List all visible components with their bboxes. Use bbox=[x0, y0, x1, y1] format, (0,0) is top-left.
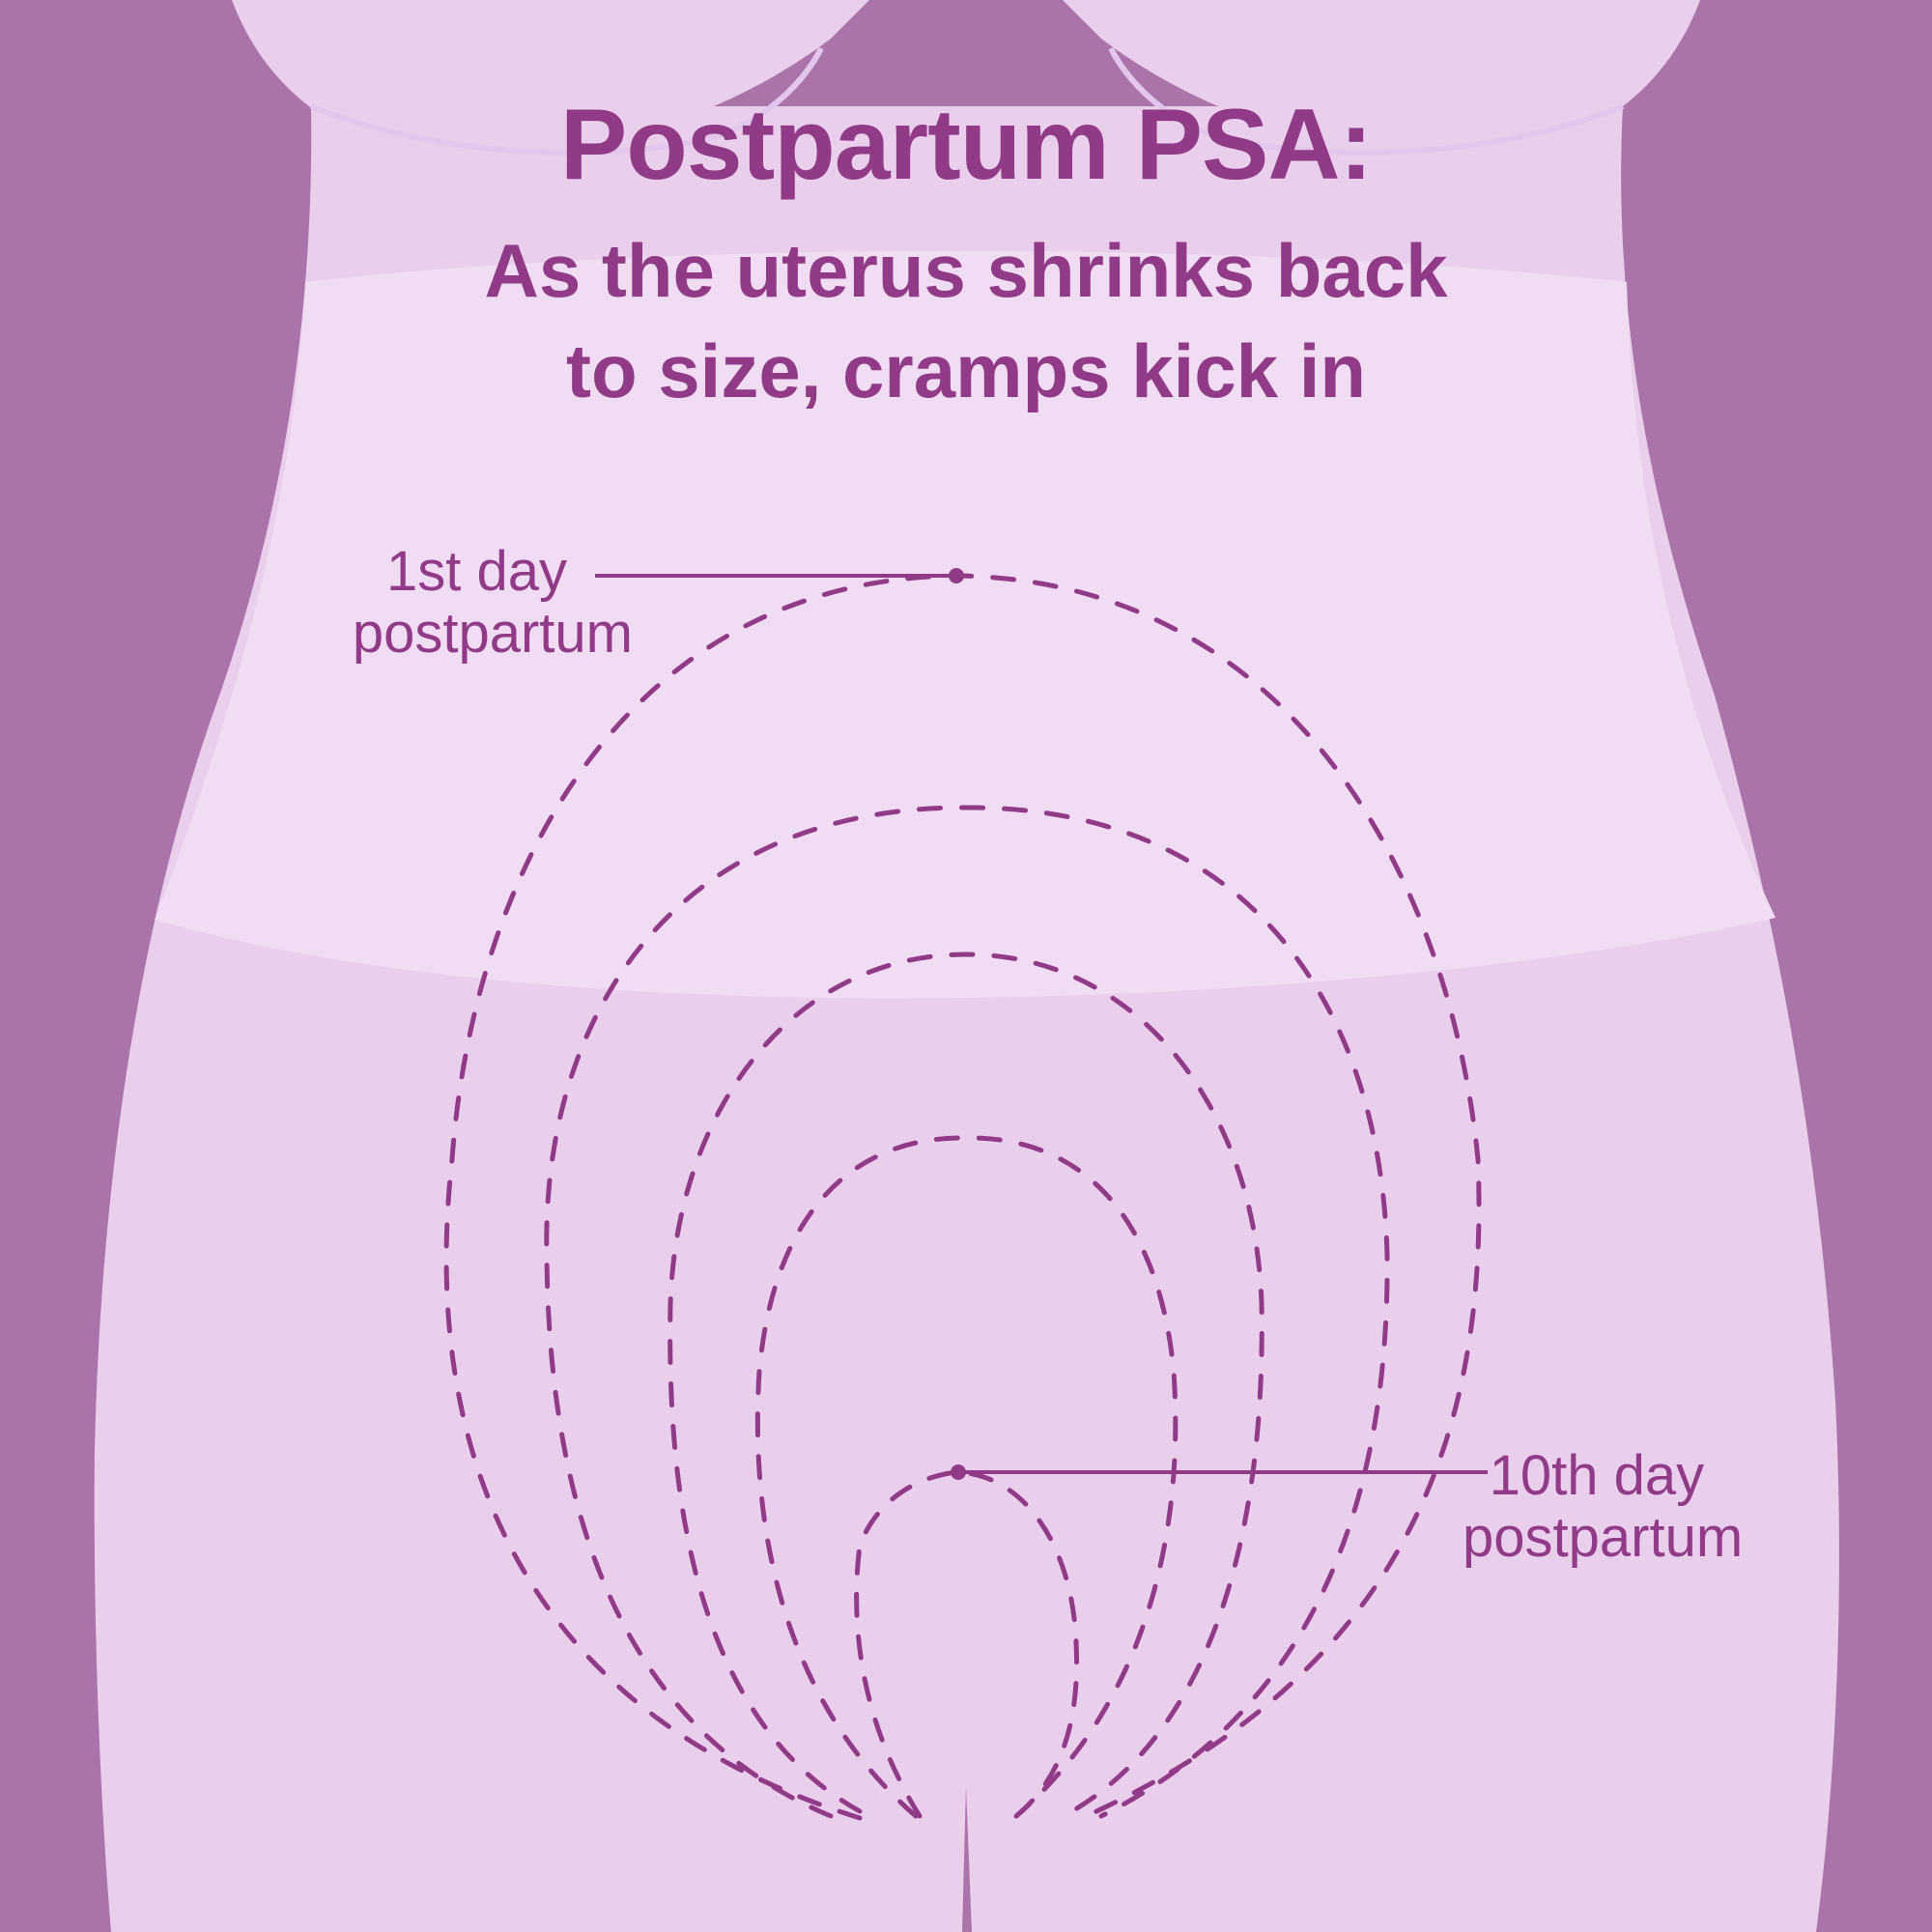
uterus-outline-day-5 bbox=[668, 952, 1264, 1814]
marker-dot-10th-day bbox=[951, 1464, 966, 1480]
uterus-outline-day-3 bbox=[544, 805, 1390, 1819]
uterus-outline-day-7 bbox=[754, 1135, 1179, 1819]
bust-shape-right bbox=[1063, 0, 1700, 154]
crotch-seam bbox=[962, 1787, 972, 1932]
belly-band bbox=[155, 250, 1776, 999]
bust-underline-right bbox=[1108, 46, 1625, 156]
bust-shape bbox=[232, 0, 869, 154]
bust-underline-left bbox=[309, 46, 824, 156]
uterus-outline-day-10 bbox=[854, 1469, 1080, 1819]
marker-dot-1st-day bbox=[949, 568, 964, 583]
